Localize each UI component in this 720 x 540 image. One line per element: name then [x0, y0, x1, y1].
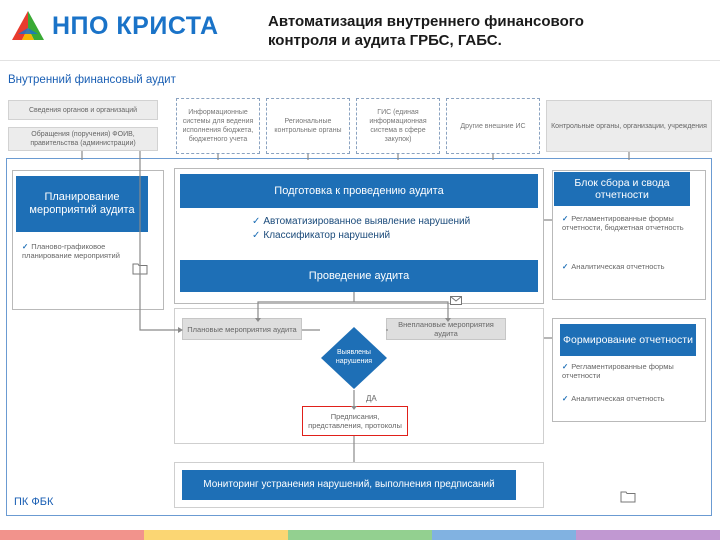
- monitoring-title: Мониторинг устранения нарушений, выполне…: [182, 470, 516, 500]
- check-icon: ✓: [252, 230, 261, 241]
- stripe-segment: [432, 530, 576, 540]
- header-divider: [0, 60, 720, 61]
- collect-title: Блок сбора и свода отчетности: [554, 172, 690, 206]
- system-frame: [6, 158, 712, 516]
- connector-right-link: [544, 219, 552, 339]
- page-title: Автоматизация внутреннего финансового ко…: [268, 12, 708, 50]
- logo-text: НПО КРИСТА: [52, 12, 219, 40]
- mail-icon: [450, 292, 462, 305]
- connector-sources-bus: [81, 151, 630, 160]
- collect-item-2-label: Аналитическая отчетность: [571, 262, 665, 271]
- connector-conduct-split: [257, 292, 449, 318]
- prep-check-2: ✓Классификатор нарушений: [252, 230, 390, 242]
- result-documents: Предписания, представления, протоколы: [302, 406, 408, 436]
- form-item-1-label: Регламентированные формы отчетности: [562, 362, 674, 380]
- collect-item-1: ✓Регламентированные формы отчетности, бю…: [562, 214, 692, 232]
- footer-label: ПК ФБК: [14, 496, 54, 508]
- prep-check-2-label: Классификатор нарушений: [263, 230, 391, 241]
- bottom-stripe: [0, 530, 720, 540]
- conduct-title: Проведение аудита: [180, 260, 538, 292]
- decision-diamond: [320, 326, 388, 390]
- source-organizations: Сведения органов и организаций: [8, 100, 158, 120]
- connector-left-down: [139, 151, 178, 331]
- prep-check-1-label: Автоматизированное выявление нарушений: [263, 216, 471, 227]
- page-title-line1: Автоматизация внутреннего финансового: [268, 13, 584, 30]
- form-item-1: ✓Регламентированные формы отчетности: [562, 362, 692, 380]
- source-appeals: Обращения (поручения) ФОИВ, правительств…: [8, 127, 158, 151]
- source-gis: ГИС (единая информационная система в сфе…: [356, 98, 440, 154]
- prep-check-1: ✓Автоматизированное выявление нарушений: [252, 216, 470, 228]
- source-control-bodies: Контрольные органы, организации, учрежде…: [546, 100, 712, 152]
- logo: [10, 10, 46, 42]
- stripe-segment: [144, 530, 288, 540]
- unplanned-measures: Внеплановые мероприятия аудита: [386, 318, 506, 340]
- form-title: Формирование отчетности: [560, 324, 696, 356]
- logo-icon: [12, 11, 44, 40]
- arrow-head: [351, 406, 357, 410]
- source-info-systems: Информационные системы для ведения испол…: [176, 98, 260, 154]
- planning-item-label: Планово-графиковое планирование мероприя…: [22, 242, 120, 260]
- source-regional-control: Региональные контрольные органы: [266, 98, 350, 154]
- folder-icon: [620, 490, 636, 503]
- check-icon: ✓: [562, 362, 569, 371]
- form-item-2-label: Аналитическая отчетность: [571, 394, 665, 403]
- check-icon: ✓: [562, 394, 569, 403]
- source-other-is: Другие внешние ИС: [446, 98, 540, 154]
- check-icon: ✓: [252, 216, 261, 227]
- stripe-segment: [0, 530, 144, 540]
- stripe-segment: [288, 530, 432, 540]
- planning-item: ✓Планово-графиковое планирование меропри…: [22, 242, 134, 260]
- planned-measures: Плановые мероприятия аудита: [182, 318, 302, 340]
- decision-label: Выявлены нарушения: [335, 349, 373, 365]
- stripe-segment: [576, 530, 720, 540]
- arrow-head: [445, 318, 451, 322]
- collect-item-1-label: Регламентированные формы отчетности, бюд…: [562, 214, 684, 232]
- collect-item-2: ✓Аналитическая отчетность: [562, 262, 692, 271]
- arrow-head: [255, 318, 261, 322]
- section-title: Внутренний финансовый аудит: [8, 74, 176, 86]
- check-icon: ✓: [22, 242, 29, 251]
- form-item-2: ✓Аналитическая отчетность: [562, 394, 692, 403]
- decision-yes: ДА: [366, 394, 377, 403]
- check-icon: ✓: [562, 262, 569, 271]
- arrow-head: [178, 327, 183, 333]
- check-icon: ✓: [562, 214, 569, 223]
- planning-title: Планирование мероприятий аудита: [16, 176, 148, 232]
- prep-title: Подготовка к проведению аудита: [180, 174, 538, 208]
- page-title-line2: контроля и аудита ГРБС, ГАБС.: [268, 32, 502, 49]
